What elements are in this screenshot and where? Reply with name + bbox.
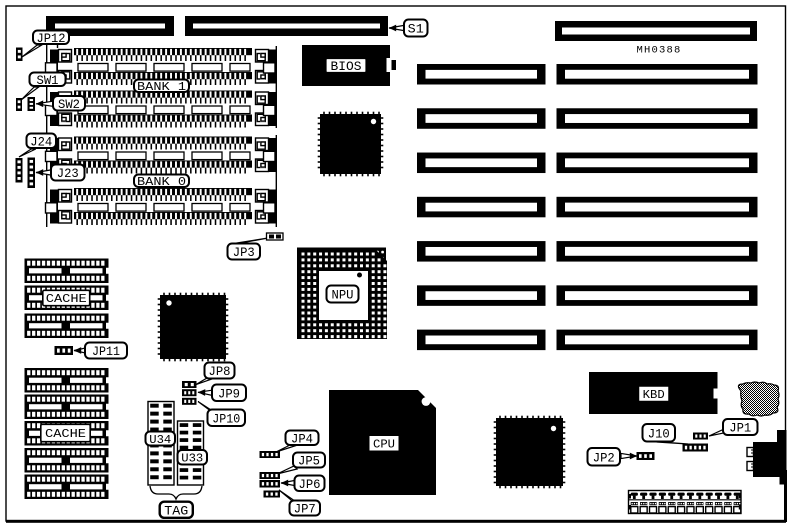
svg-text:SW1: SW1 — [37, 74, 59, 88]
svg-text:JP1: JP1 — [729, 422, 751, 436]
svg-text:JP3: JP3 — [233, 246, 255, 260]
svg-text:JP7: JP7 — [294, 503, 316, 517]
svg-text:CPU: CPU — [373, 437, 395, 451]
svg-text:CACHE: CACHE — [45, 428, 86, 441]
svg-text:JP9: JP9 — [218, 387, 240, 401]
svg-text:MH0388: MH0388 — [637, 45, 682, 57]
svg-text:U34: U34 — [149, 433, 171, 447]
svg-text:TAG: TAG — [164, 504, 188, 518]
svg-text:BANK 1: BANK 1 — [137, 80, 186, 94]
svg-text:JP4: JP4 — [291, 432, 313, 446]
svg-text:KBD: KBD — [643, 388, 665, 402]
svg-text:SW2: SW2 — [58, 98, 80, 112]
svg-text:NPU: NPU — [332, 289, 354, 303]
svg-text:S1: S1 — [408, 22, 424, 37]
svg-text:JP12: JP12 — [37, 32, 66, 46]
svg-text:JP6: JP6 — [299, 478, 321, 492]
svg-text:CACHE: CACHE — [46, 293, 87, 306]
svg-text:JP10: JP10 — [212, 412, 240, 426]
svg-text:JP2: JP2 — [593, 451, 615, 465]
svg-text:J10: J10 — [648, 427, 670, 441]
svg-text:J23: J23 — [57, 167, 79, 181]
svg-text:JP11: JP11 — [92, 345, 120, 359]
svg-text:U33: U33 — [181, 452, 203, 466]
svg-text:JP8: JP8 — [209, 365, 231, 379]
svg-text:J24: J24 — [30, 135, 52, 149]
svg-text:JP5: JP5 — [298, 455, 320, 469]
svg-text:BANK 0: BANK 0 — [137, 175, 186, 189]
svg-text:BIOS: BIOS — [331, 60, 362, 74]
